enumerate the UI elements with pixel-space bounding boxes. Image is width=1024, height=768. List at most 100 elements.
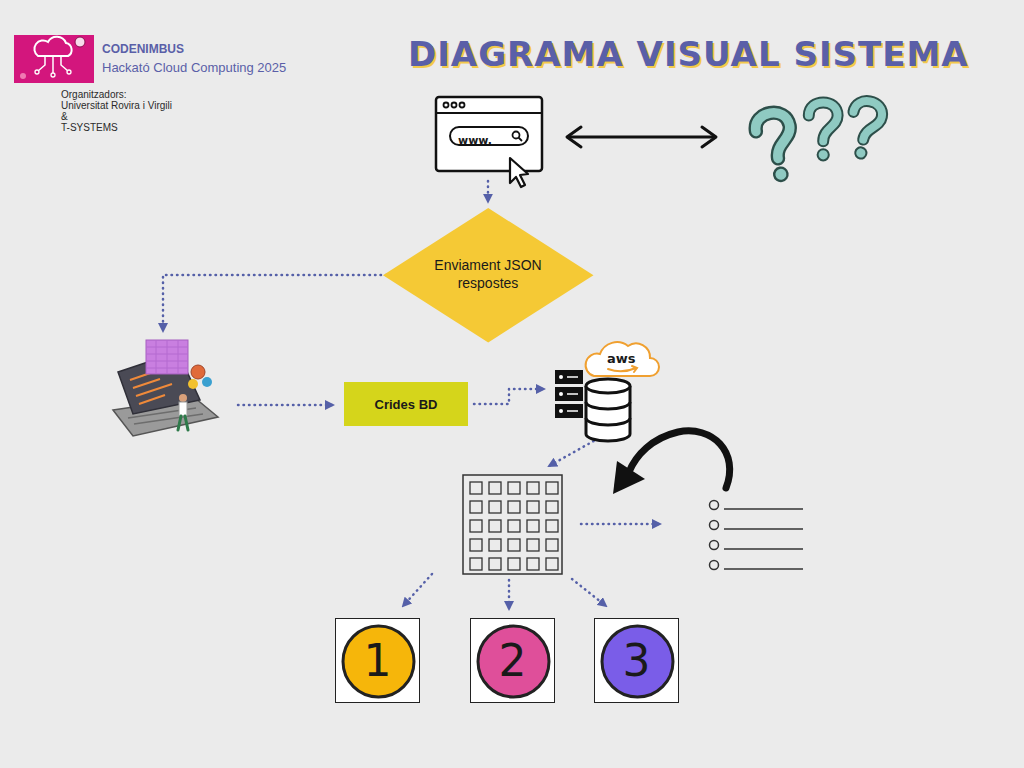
- data-grid-part: [546, 501, 558, 513]
- flow-arrows-part: [508, 580, 511, 609]
- logo-part: [20, 73, 26, 79]
- data-grid-part: [489, 558, 501, 570]
- flow-arrows-part: [238, 404, 333, 407]
- logo: [14, 35, 94, 83]
- title: DIAGRAMA VISUAL SISTEMA: [408, 34, 969, 74]
- data-grid-part: [470, 520, 482, 532]
- callout-number: 2: [499, 639, 527, 683]
- laptop-illustration-part: [179, 402, 187, 416]
- data-grid-part: [470, 539, 482, 551]
- double-arrow-part: [567, 127, 716, 147]
- laptop-illustration-part: [188, 379, 198, 389]
- list-icon-part: [724, 528, 803, 530]
- server-light: [559, 392, 563, 396]
- number-circle: [343, 626, 414, 697]
- list-icon-part: [710, 561, 719, 570]
- data-grid-part: [527, 501, 539, 513]
- data-grid-part: [546, 482, 558, 494]
- question-marks-part: [753, 110, 795, 161]
- data-grid-part: [463, 475, 562, 574]
- node-text: Enviament JSON respostes: [426, 257, 550, 292]
- step-number: 2: [470, 618, 555, 703]
- list-icon-part: [710, 501, 719, 510]
- search-icon: [513, 132, 520, 139]
- server-unit: [555, 387, 583, 401]
- database-icon-outline: [550, 336, 662, 442]
- data-grid-part: [470, 501, 482, 513]
- question-marks: [753, 99, 884, 184]
- logo-part: [34, 37, 71, 56]
- aws-cloud: [586, 342, 659, 376]
- node-text: www.: [458, 134, 492, 147]
- step-number: 3: [594, 618, 679, 703]
- data-grid-part: [508, 558, 520, 570]
- question-marks-part: [849, 99, 884, 142]
- laptop-illustration-part: [191, 365, 205, 379]
- question-marks-part: [773, 167, 788, 182]
- browser-dot: [452, 103, 457, 108]
- flow-arrows: [163, 275, 660, 609]
- list-icon-part: [710, 541, 719, 550]
- organizer-text: Organitzadors:: [61, 89, 127, 101]
- data-grid-part: [489, 539, 501, 551]
- event-name: Hackató Cloud Computing 2025: [102, 61, 286, 76]
- logo-part: [35, 70, 39, 74]
- double-arrow-part: [568, 136, 715, 139]
- data-grid-part: [546, 520, 558, 532]
- process-box: Crides BD: [344, 382, 468, 426]
- data-grid-part: [508, 482, 520, 494]
- laptop-illustration-part: [146, 340, 188, 374]
- server-unit: [555, 404, 583, 418]
- server-slot: [567, 410, 578, 412]
- node-text: aws: [607, 351, 636, 367]
- brand-name: CODENIMBUS: [102, 43, 184, 57]
- mouse-cursor: [510, 158, 528, 187]
- data-grid-part: [489, 482, 501, 494]
- data-grid-part: [508, 501, 520, 513]
- aws-smile: [608, 366, 637, 372]
- curved-arrow: [613, 431, 730, 494]
- browser-icon: www.: [432, 95, 544, 175]
- list-icon-part: [724, 548, 803, 550]
- node-text: Crides BD: [375, 397, 438, 412]
- server-slot: [567, 393, 578, 395]
- database-band: [586, 402, 630, 425]
- data-grid-part: [489, 520, 501, 532]
- server-light: [559, 375, 563, 379]
- list-icon: [710, 501, 804, 570]
- data-grid-part: [546, 539, 558, 551]
- question-marks-part: [854, 146, 867, 159]
- laptop-illustration-part: [202, 377, 212, 387]
- data-grid-part: [489, 501, 501, 513]
- data-grid-part: [546, 558, 558, 570]
- browser-dot: [460, 103, 465, 108]
- curved-arrow-part: [629, 431, 730, 488]
- logo-part: [51, 73, 55, 77]
- database-icon: aws: [550, 336, 662, 442]
- browser-bar: [436, 112, 542, 114]
- laptop-illustration-part: [146, 340, 188, 374]
- number-circle: [478, 626, 549, 697]
- server-unit: [555, 370, 583, 384]
- organizer-text: T-SYSTEMS: [61, 122, 118, 134]
- logo-part: [75, 37, 85, 47]
- list-icon-part: [724, 568, 803, 570]
- number-circle: [602, 626, 673, 697]
- laptop-illustration-part: [179, 394, 187, 402]
- server-light: [559, 409, 563, 413]
- step-number: 1: [335, 618, 420, 703]
- flow-connector: [487, 181, 490, 202]
- diamond-shape: [383, 208, 593, 342]
- database-top: [586, 379, 630, 393]
- data-grid: [463, 475, 562, 574]
- question-marks-part: [849, 99, 884, 142]
- double-arrow: [567, 127, 716, 147]
- browser-dot: [444, 103, 449, 108]
- search-icon: [519, 138, 523, 142]
- question-marks-part: [809, 102, 838, 141]
- browser-window: [436, 97, 542, 171]
- question-marks-part: [818, 149, 829, 160]
- logo-part: [67, 70, 71, 74]
- flow-connector: [474, 389, 544, 404]
